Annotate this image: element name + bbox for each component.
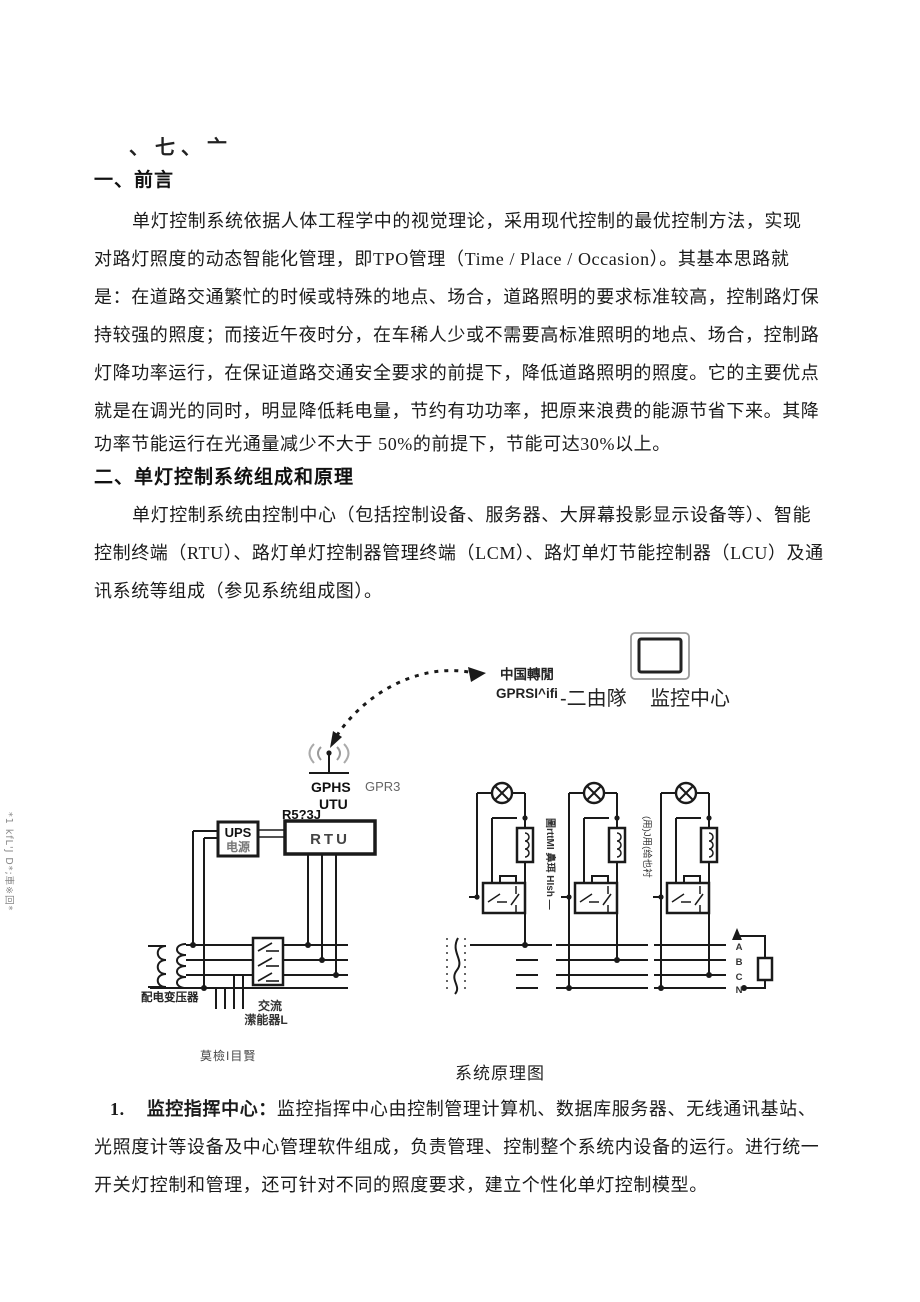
rtu-top-label: R5?3J bbox=[282, 807, 321, 822]
paragraph-line: 单灯控制系统依据人体工程学中的视觉理论，采用现代控制的最优控制方法，实现 bbox=[132, 211, 802, 231]
paragraph-line: 控制终端（RTU）、路灯单灯控制器管理终端（LCM）、路灯单灯节能控制器（LCU… bbox=[94, 543, 824, 563]
section-heading-2: 二、单灯控制系统组成和原理 bbox=[94, 467, 355, 488]
lamp-branch-2 bbox=[561, 781, 627, 991]
item1-line2: 光照度计等设备及中心管理软件组成，负责管理、控制整个系统内设备的运行。进行统一 bbox=[94, 1137, 820, 1157]
item1-line1: 1. 监控指挥中心：监控指挥中心由控制管理计算机、数据库服务器、无线通讯基站、 bbox=[110, 1095, 870, 1121]
paragraph-line: 对路灯照度的动态智能化管理，即TPO管理（Time / Place / Occa… bbox=[94, 249, 790, 269]
item1-number: 1. bbox=[110, 1099, 125, 1119]
wireless-link-arc bbox=[330, 667, 486, 748]
ups-box bbox=[216, 820, 260, 858]
monitor-icon bbox=[630, 632, 690, 680]
monitor-label-prefix: -二由隊 bbox=[560, 687, 627, 710]
antenna-icon bbox=[308, 743, 350, 774]
paragraph-line: 是：在道路交通繁忙的时候或特殊的地点、场合，道路照明的要求标准较高，控制路灯保 bbox=[94, 287, 820, 307]
gprs-label-line2: GPRSI^ifi bbox=[496, 686, 558, 701]
figure-caption: 系统原理图 bbox=[455, 1064, 545, 1083]
transformer-symbol bbox=[148, 943, 187, 989]
lamp-branch-1 bbox=[469, 781, 535, 948]
bottom-left-label: 莫檢I目賢 bbox=[200, 1048, 256, 1063]
phase-label-c: C bbox=[736, 972, 743, 983]
rtu-drop-wires bbox=[307, 854, 337, 975]
paragraph-line: 讯系统等组成（参见系统组成图）。 bbox=[94, 581, 383, 601]
item1-line3: 开关灯控制和管理，还可针对不同的照度要求，建立个性化单灯控制模型。 bbox=[94, 1175, 708, 1195]
paragraph-line: 功率节能运行在光通量减少不大于 50%的前提下，节能可达30%以上。 bbox=[94, 434, 671, 454]
phase-terminator bbox=[732, 928, 774, 991]
antenna-label-line2: UTU bbox=[319, 796, 348, 812]
right-bus-lines bbox=[470, 944, 726, 989]
rtu-box bbox=[283, 819, 377, 856]
antenna-label-line1: GPHS bbox=[311, 779, 351, 795]
system-schematic-figure: 中国轉閒 GPRSI^ifi -二由隊 监控中心 GPHS UTU GPR3 R… bbox=[141, 632, 774, 1063]
bus-break-symbol bbox=[446, 937, 466, 995]
ups-label-line2: 电源 bbox=[226, 839, 250, 854]
intro-line: 、七、亠 bbox=[129, 137, 233, 159]
phase-label-b: B bbox=[736, 957, 743, 968]
paragraph-line: 单灯控制系统由控制中心（包括控制设备、服务器、大屏幕投影显示设备等）、智能 bbox=[132, 505, 812, 525]
filter-label-line2: 潆能器L bbox=[244, 1012, 287, 1027]
lamp-branch-3 bbox=[653, 781, 719, 991]
ac-contactor-box bbox=[251, 936, 285, 987]
rtu-label: RTU bbox=[310, 831, 350, 848]
transformer-label: 配电变压器 bbox=[141, 990, 199, 1004]
section-heading-1: 一、前言 bbox=[94, 170, 175, 191]
gprs-label-line1: 中国轉閒 bbox=[500, 666, 554, 682]
left-junction-dots bbox=[190, 942, 339, 991]
item1-title: 监控指挥中心： bbox=[146, 1099, 277, 1119]
gpr3-label: GPR3 bbox=[365, 779, 400, 794]
branch1-side-label: 圖rttMI 鼻珥 HIsh — bbox=[544, 818, 557, 910]
monitor-label: 监控中心 bbox=[650, 687, 730, 710]
phase-label-n: N bbox=[736, 985, 743, 996]
ups-feed-wires bbox=[192, 829, 290, 988]
filter-label-line1: 交流 bbox=[258, 998, 282, 1013]
item1-text: 监控指挥中心由控制管理计算机、数据库服务器、无线通讯基站、 bbox=[276, 1099, 817, 1119]
paragraph-line: 灯降功率运行，在保证道路交通安全要求的前提下，降低道路照明的照度。它的主要优点 bbox=[94, 363, 820, 383]
paragraph-line: 持较强的照度；而接近午夜时分，在车稀人少或不需要高标准照明的地点、场合，控制路 bbox=[94, 325, 820, 345]
ups-label-line1: UPS bbox=[225, 825, 252, 840]
paragraph-line: 就是在调光的同时，明显降低耗电量，节约有功功率，把原来浪费的能源节省下来。其降 bbox=[94, 401, 820, 421]
branch2-side-label: (用)J用(给也衬 bbox=[641, 816, 653, 878]
phase-label-a: A bbox=[736, 942, 743, 953]
